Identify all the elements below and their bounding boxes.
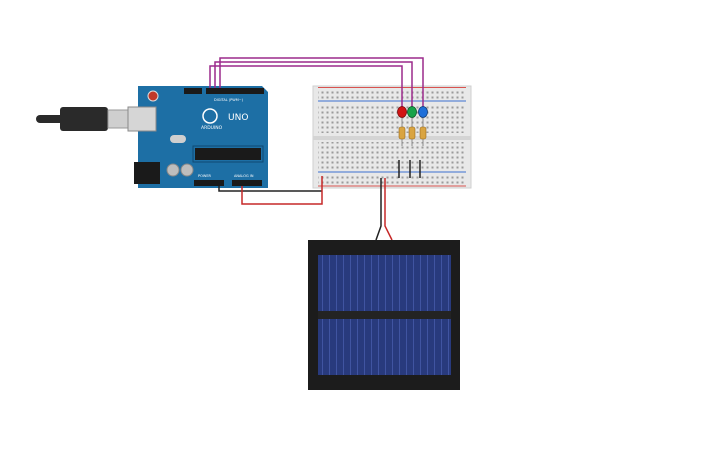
power-wires xyxy=(218,176,323,205)
signal-wires xyxy=(209,57,424,107)
signal-wire-blue-led xyxy=(219,57,424,107)
signal-wire-red-led xyxy=(209,65,403,107)
leds xyxy=(397,106,428,118)
solar-panel xyxy=(308,240,460,390)
analog-label: ANALOG IN xyxy=(234,174,254,178)
chip-socket xyxy=(192,145,264,163)
power-jack xyxy=(134,162,160,184)
capacitor-1 xyxy=(166,163,180,177)
reset-button xyxy=(147,90,159,102)
solar-wires xyxy=(375,178,393,241)
top-rail-holes xyxy=(318,89,466,99)
usb-cable-strain xyxy=(36,115,66,123)
microcontroller-chip xyxy=(195,148,261,160)
solar-cells-top xyxy=(318,255,451,311)
bottom-rail-holes xyxy=(318,174,466,184)
solar-panel-gloss xyxy=(318,255,451,375)
digital-label: DIGITAL (PWM~) xyxy=(214,98,244,102)
usb-plug xyxy=(107,109,131,129)
resistor-2 xyxy=(408,126,416,140)
crystal xyxy=(170,135,186,143)
power-header xyxy=(194,180,224,186)
usb-cable-body xyxy=(60,107,108,131)
blue-led xyxy=(418,106,428,118)
breadboard xyxy=(312,85,472,189)
usb-port xyxy=(127,106,157,132)
signal-wire-green-led xyxy=(214,61,413,107)
capacitor-2 xyxy=(180,163,194,177)
top-terminal-holes xyxy=(318,106,466,133)
usb-cable xyxy=(36,107,131,131)
center-channel xyxy=(313,136,471,140)
bottom-terminal-holes xyxy=(318,142,466,169)
arduino-logo-text: ARDUINO xyxy=(201,125,223,131)
uno-label: UNO xyxy=(228,113,248,123)
solar-power-wire xyxy=(384,178,393,241)
resistors xyxy=(398,118,427,146)
digital-header xyxy=(206,88,264,94)
resistor-3 xyxy=(419,126,427,140)
red-led xyxy=(397,106,407,118)
arduino-uno-board: ARDUINO UNO DIGITAL (PWM~) POWER ANALOG … xyxy=(127,86,268,188)
analog-header xyxy=(232,180,262,186)
ground-jumpers xyxy=(398,160,421,178)
power-wire-arduino xyxy=(241,176,323,205)
green-led xyxy=(407,106,417,118)
ground-wire-arduino xyxy=(218,186,322,192)
digital-header-small xyxy=(184,88,202,94)
power-label: POWER xyxy=(198,174,212,178)
arduino-logo-mark xyxy=(202,108,218,124)
resistor-1 xyxy=(398,126,406,140)
solar-ground-wire xyxy=(375,178,382,241)
solar-cells-bottom xyxy=(318,319,451,375)
